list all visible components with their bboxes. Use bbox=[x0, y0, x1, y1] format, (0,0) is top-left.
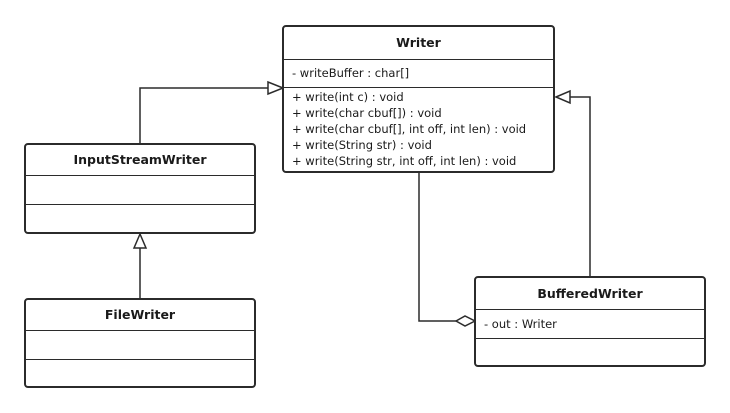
class-attributes: - out : Writer bbox=[476, 310, 704, 339]
attribute: - writeBuffer : char[] bbox=[292, 66, 410, 80]
class-operations: + write(int c) : void + write(char cbuf[… bbox=[284, 88, 553, 169]
operation: + write(String str) : void bbox=[292, 138, 432, 152]
generalization-arrowhead bbox=[132, 232, 148, 249]
class-name: FileWriter bbox=[26, 300, 254, 331]
generalization-edge-inputstreamwriter-writer bbox=[139, 87, 270, 143]
generalization-edge-bufferedwriter-writer bbox=[570, 96, 591, 276]
class-attributes bbox=[26, 176, 254, 205]
class-name: BufferedWriter bbox=[476, 278, 704, 310]
class-bufferedwriter[interactable]: BufferedWriter - out : Writer bbox=[474, 276, 706, 367]
generalization-arrowhead bbox=[267, 80, 286, 96]
aggregation-edge-bufferedwriter-writer bbox=[418, 171, 456, 322]
operation: + write(char cbuf[]) : void bbox=[292, 106, 442, 120]
aggregation-diamond bbox=[454, 315, 477, 327]
class-filewriter[interactable]: FileWriter bbox=[24, 298, 256, 388]
generalization-arrowhead bbox=[554, 89, 571, 105]
class-inputstreamwriter[interactable]: InputStreamWriter bbox=[24, 143, 256, 234]
attribute: - out : Writer bbox=[484, 317, 557, 331]
operation: + write(String str, int off, int len) : … bbox=[292, 154, 517, 168]
class-writer[interactable]: Writer - writeBuffer : char[] + write(in… bbox=[282, 25, 555, 173]
class-name: InputStreamWriter bbox=[26, 145, 254, 176]
operation: + write(char cbuf[], int off, int len) :… bbox=[292, 122, 527, 136]
class-attributes bbox=[26, 331, 254, 360]
class-attributes: - writeBuffer : char[] bbox=[284, 60, 553, 88]
operation: + write(int c) : void bbox=[292, 90, 404, 104]
class-name: Writer bbox=[284, 27, 553, 60]
